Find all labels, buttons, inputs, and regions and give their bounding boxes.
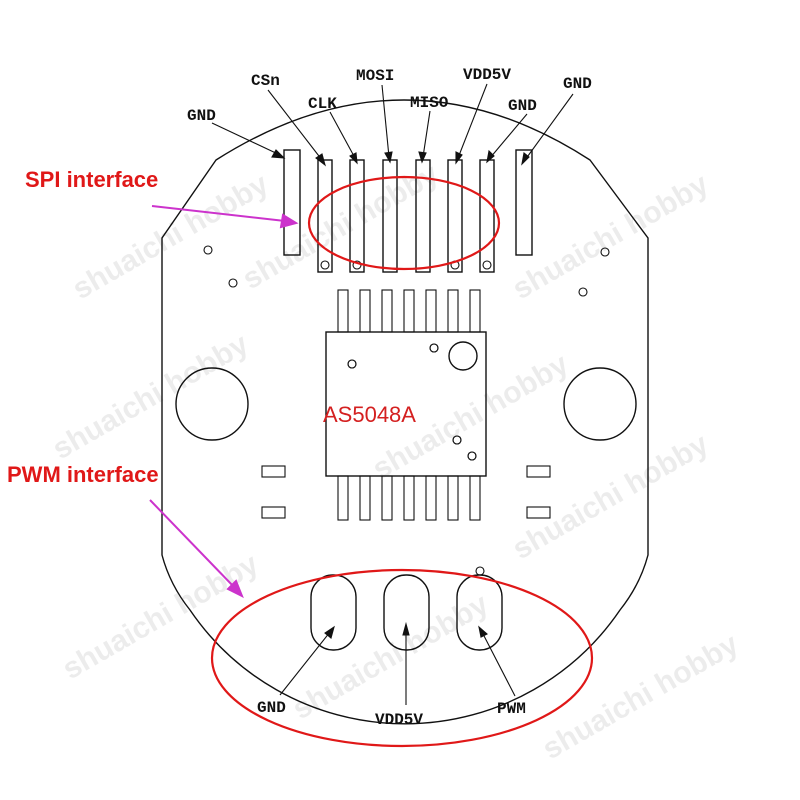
chip-label: AS5048A: [323, 402, 416, 427]
pwm-callout-label: PWM interface: [7, 462, 159, 487]
board-outline: [161, 99, 649, 725]
pwm-pin-label: VDD5V: [375, 711, 423, 729]
pwm-highlight-ellipse: [210, 568, 594, 748]
chip-body: [325, 331, 487, 477]
spi-leader-lines: [211, 83, 574, 167]
watermark-text: shuaichi hobby: [47, 327, 254, 466]
spi-pin-label: MISO: [410, 94, 449, 112]
spi-pin-pad: [283, 149, 301, 256]
pwm-pin-labels: GND VDD5V PWM: [257, 699, 526, 729]
spi-callout-arrow: [151, 205, 286, 222]
chip-leads-top: [337, 289, 481, 333]
pwm-leader-lines: [279, 621, 516, 705]
watermark-text: shuaichi hobby: [507, 427, 714, 566]
pwm-pin-pad: [310, 574, 357, 651]
spi-pin-pad: [515, 149, 533, 256]
watermark-text: shuaichi hobby: [537, 627, 744, 766]
pwm-callout-arrow: [149, 499, 236, 589]
spi-callout-label: SPI interface: [25, 167, 158, 192]
mounting-hole-left: [175, 367, 249, 441]
pwm-pin-label: GND: [257, 699, 286, 717]
chip-leads-bottom: [337, 475, 481, 521]
spi-pin-label: CSn: [251, 72, 280, 90]
watermark-text: shuaichi hobby: [287, 587, 494, 726]
mounting-hole-right: [563, 367, 637, 441]
callout-arrows: [149, 205, 299, 599]
spi-pin-pad: [317, 159, 333, 273]
spi-pin-label: CLK: [308, 95, 337, 113]
spi-pin-labels: GND CSn CLK MOSI MISO VDD5V GND GND: [187, 66, 592, 125]
spi-pin-label: GND: [187, 107, 216, 125]
spi-pin-label: VDD5V: [463, 66, 511, 84]
spi-pin-label: GND: [508, 97, 537, 115]
spi-pin-label: MOSI: [356, 67, 394, 85]
spi-pin-pad: [447, 159, 463, 273]
spi-pin-pad: [479, 159, 495, 273]
pwm-pin-label: PWM: [497, 700, 526, 718]
spi-highlight-ellipse: [307, 175, 501, 271]
spi-pin-label: GND: [563, 75, 592, 93]
pwm-pin-pad: [456, 574, 503, 651]
side-pads: [261, 465, 551, 519]
chip-pin1-marker: [448, 341, 478, 371]
